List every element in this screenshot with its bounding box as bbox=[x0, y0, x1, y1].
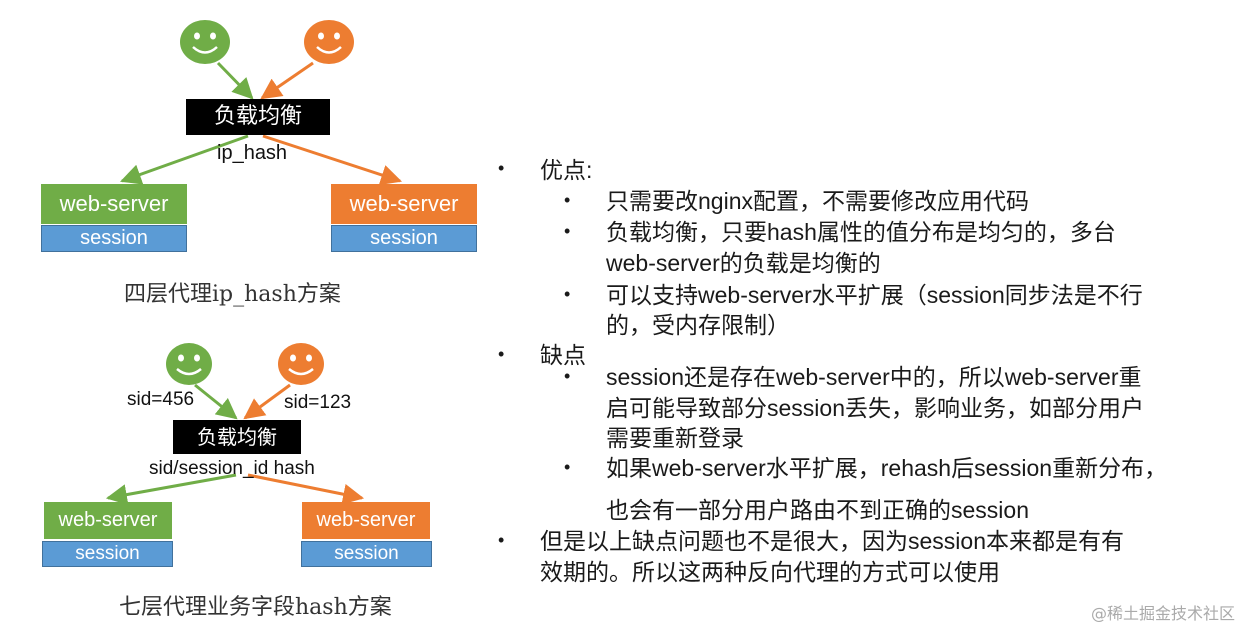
bullet-dot: • bbox=[498, 158, 505, 178]
cons-item-cont: 需要重新登录 bbox=[606, 425, 744, 451]
pros-item: 可以支持web-server水平扩展（session同步法是不行 bbox=[606, 282, 1143, 308]
bullet-dot: • bbox=[498, 344, 505, 364]
arrow-green-lb-to-server-2 bbox=[105, 473, 237, 505]
cons-item: 如果web-server水平扩展，rehash后session重新分布， bbox=[606, 455, 1168, 481]
smiley-green-icon bbox=[180, 20, 230, 64]
smiley-orange-icon bbox=[304, 20, 354, 64]
session-right: session bbox=[331, 225, 477, 252]
summary-line: 效期的。所以这两种反向代理的方式可以使用 bbox=[540, 559, 1000, 585]
cons-title: 缺点 bbox=[540, 342, 586, 368]
summary-line: 但是以上缺点问题也不是很大，因为session本来都是有有 bbox=[540, 528, 1124, 554]
session-left: session bbox=[41, 225, 187, 252]
pros-title: 优点: bbox=[540, 157, 593, 183]
bullet-dot: • bbox=[564, 457, 571, 477]
arrow-orange-lb-to-server-1 bbox=[262, 134, 402, 186]
sid-label-left: sid=456 bbox=[127, 389, 195, 410]
load-balancer-box: 负载均衡 bbox=[173, 420, 301, 454]
pros-item-cont: web-server的负载是均衡的 bbox=[606, 250, 881, 276]
cons-item-cont: 也会有一部分用户路由不到正确的session bbox=[606, 497, 1029, 523]
method-label: sid/session_id hash bbox=[149, 458, 315, 479]
pros-item-cont: 的，受内存限制） bbox=[606, 312, 790, 338]
arrow-green-user-to-lb-1 bbox=[216, 61, 254, 100]
method-label: ip_hash bbox=[217, 142, 288, 164]
bullet-dot: • bbox=[564, 221, 571, 241]
smiley-orange-icon bbox=[278, 343, 324, 385]
bullet-dot: • bbox=[564, 190, 571, 210]
web-server-left: web-server bbox=[44, 502, 172, 539]
arrow-green-lb-to-server-1 bbox=[120, 134, 249, 185]
bullet-dot: • bbox=[564, 284, 571, 304]
session-right: session bbox=[301, 541, 432, 567]
arrow-orange-user-to-lb-2 bbox=[243, 383, 291, 420]
smiley-green-icon bbox=[166, 343, 212, 385]
arrow-orange-user-to-lb-1 bbox=[260, 61, 314, 100]
session-left: session bbox=[42, 541, 173, 567]
cons-item: session还是存在web-server中的，所以web-server重 bbox=[606, 364, 1142, 390]
pros-item: 只需要改nginx配置，不需要修改应用代码 bbox=[606, 188, 1029, 214]
watermark: @稀土掘金技术社区 bbox=[1090, 604, 1235, 623]
sid-label-right: sid=123 bbox=[284, 392, 352, 413]
web-server-right: web-server bbox=[331, 184, 477, 224]
load-balancer-box: 负载均衡 bbox=[186, 99, 330, 135]
web-server-left: web-server bbox=[41, 184, 187, 224]
arrow-green-user-to-lb-2 bbox=[194, 383, 238, 420]
bullet-dot: • bbox=[564, 366, 571, 386]
caption: 七层代理业务字段hash方案 bbox=[119, 595, 392, 620]
web-server-right: web-server bbox=[302, 502, 430, 539]
cons-item-cont: 启可能导致部分session丢失，影响业务，如部分用户 bbox=[606, 395, 1144, 421]
pros-item: 负载均衡，只要hash属性的值分布是均匀的，多台 bbox=[606, 219, 1116, 245]
bullet-dot: • bbox=[498, 530, 505, 550]
arrow-orange-lb-to-server-2 bbox=[247, 473, 365, 505]
caption: 四层代理ip_hash方案 bbox=[124, 282, 341, 307]
